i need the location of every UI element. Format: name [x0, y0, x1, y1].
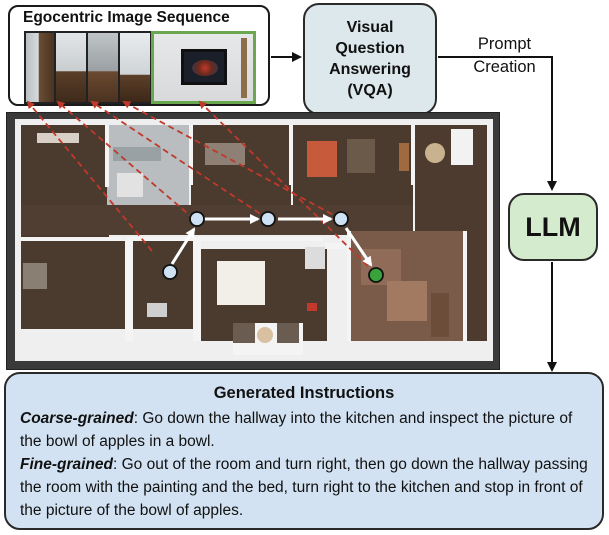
- egocentric-sequence-title: Egocentric Image Sequence: [23, 9, 230, 26]
- floor-plan-drawing: [15, 119, 493, 361]
- fine-grained-tag: Fine-grained: [20, 456, 114, 473]
- furniture: [23, 129, 473, 343]
- waypoint-3: [260, 211, 276, 227]
- flow-arrows: [271, 52, 557, 372]
- projection-lines: [26, 100, 376, 274]
- llm-label: LLM: [525, 211, 581, 242]
- vqa-label: Visual Question Answering (VQA): [329, 19, 411, 99]
- coarse-grained-text: : Go down the hallway into the kitchen a…: [20, 410, 573, 450]
- floor-plan-map: [6, 112, 500, 370]
- waypoint-4: [333, 211, 349, 227]
- generated-instructions-panel: Generated Instructions Coarse-grained: G…: [4, 372, 604, 530]
- coarse-grained-tag: Coarse-grained: [20, 410, 134, 427]
- path-arrow-1: [170, 227, 196, 265]
- bowl-painting-image: [181, 49, 227, 85]
- waypoint-start: [162, 264, 178, 280]
- llm-box: LLM: [508, 193, 598, 261]
- projection-line-5: [198, 100, 376, 274]
- ego-frame-1: [24, 31, 56, 104]
- prompt-creation-label: Prompt Creation: [473, 35, 536, 76]
- fine-grained-text: : Go out of the room and turn right, the…: [20, 456, 588, 519]
- ego-frame-4: [118, 31, 152, 104]
- fine-grained-instruction: Fine-grained: Go out of the room and tur…: [20, 453, 588, 522]
- projection-line-4: [122, 101, 342, 220]
- path-arrow-4: [344, 227, 373, 267]
- projection-line-2: [56, 100, 195, 220]
- projection-line-3: [90, 100, 269, 220]
- waypoint-2: [189, 211, 205, 227]
- egocentric-image-sequence-panel: Egocentric Image Sequence: [8, 5, 270, 106]
- ego-frame-goal: [151, 31, 256, 104]
- projection-line-1: [26, 100, 153, 252]
- instructions-title: Generated Instructions: [213, 384, 395, 402]
- vqa-to-llm-arrow: [438, 56, 557, 191]
- waypoint-goal: [368, 267, 384, 283]
- waypoints: [162, 211, 384, 283]
- coarse-grained-instruction: Coarse-grained: Go down the hallway into…: [20, 407, 588, 453]
- room-right-strip: [465, 231, 487, 341]
- navigation-path: [170, 214, 373, 267]
